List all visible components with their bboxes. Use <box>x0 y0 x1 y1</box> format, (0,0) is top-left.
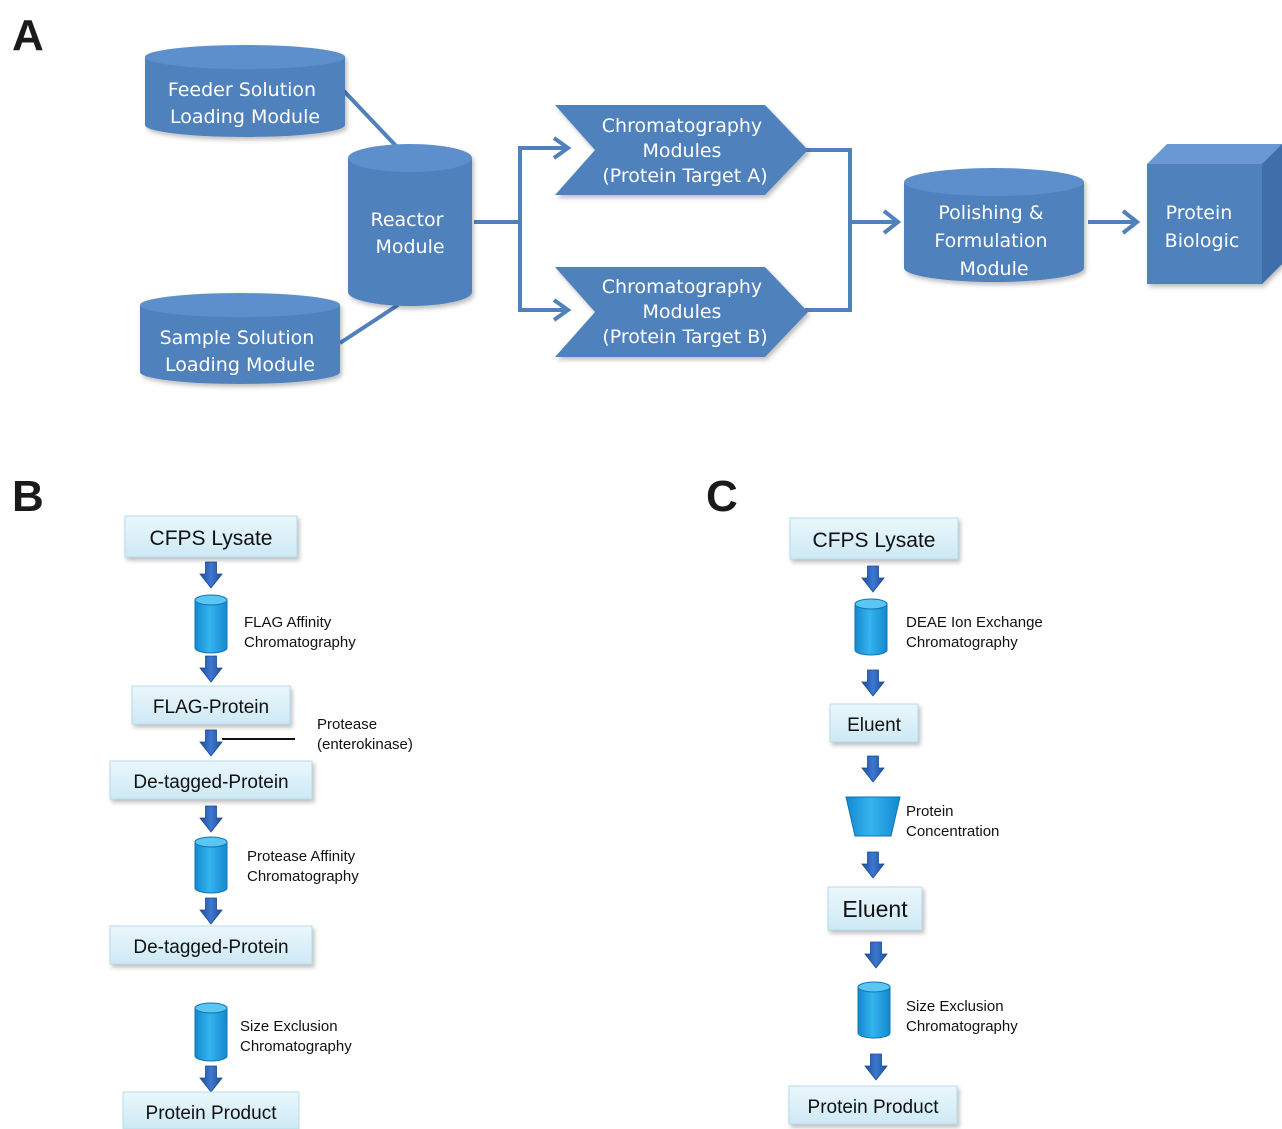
c-flow-arrow-6 <box>864 1053 888 1081</box>
b-cfps-lysate-label: CFPS Lysate <box>150 527 273 550</box>
c-flow-arrow-3 <box>861 755 885 783</box>
c-eluent-box-1 <box>829 703 919 743</box>
c-size-exclusion-column <box>857 981 891 1039</box>
c-eluent-label-1: Eluent <box>847 715 902 736</box>
reactor-to-chrom-b-connector <box>518 222 568 312</box>
feeder-module-label: Feeder Solution Loading Module <box>168 79 322 128</box>
b-flag-affinity-column <box>194 594 228 654</box>
feeder-solution-module <box>145 45 345 137</box>
b-flow-arrow-4 <box>199 805 223 833</box>
b-detagged-protein-label-1: De-tagged-Protein <box>133 772 288 793</box>
b-flag-protein-box <box>131 685 291 725</box>
reactor-to-chrom-a-connector <box>474 146 568 224</box>
panel-a-letter: A <box>12 11 44 60</box>
panel-c-letter: C <box>706 472 738 521</box>
b-protein-product-label: Protein Product <box>146 1103 278 1124</box>
polishing-module-label: Polishing & Formulation Module <box>934 202 1053 280</box>
c-eluent-label-2: Eluent <box>842 896 908 922</box>
c-protein-product-label: Protein Product <box>808 1097 940 1118</box>
c-flow-arrow-2 <box>861 669 885 697</box>
panel-a-connectors <box>338 88 1141 345</box>
chromatography-a-module <box>555 105 808 195</box>
chromatography-a-label: Chromatography Modules (Protein Target A… <box>602 115 768 187</box>
panel-c: C CFPS Lysate Eluent Eluent Protein Prod… <box>706 472 1047 1125</box>
protein-biologic-cube <box>1147 144 1282 284</box>
panel-c-columns <box>854 598 891 1039</box>
panel-a: A Feeder Solution Loading Module <box>12 11 1282 384</box>
b-detagged-protein-label-2: De-tagged-Protein <box>133 937 288 958</box>
b-flag-protein-label: FLAG-Protein <box>153 697 269 718</box>
panel-b-letter: B <box>12 472 44 521</box>
c-flow-arrow-5 <box>864 941 888 969</box>
c-concentration-funnel <box>845 796 901 837</box>
chrom-b-arrowhead <box>552 298 572 322</box>
b-flow-arrow-5 <box>199 897 223 925</box>
reactor-module-label: Reactor Module <box>370 209 449 258</box>
b-protease-note: Protease (enterokinase) <box>317 716 413 753</box>
sample-module-label: Sample Solution Loading Module <box>160 327 321 376</box>
chrom-merge-connector <box>805 148 852 312</box>
b-flow-arrow-1 <box>199 561 223 589</box>
chrom-a-arrowhead <box>552 136 572 160</box>
chromatography-b-label: Chromatography Modules (Protein Target B… <box>602 276 768 348</box>
b-flow-arrow-3 <box>199 729 223 757</box>
c-cfps-lysate-box <box>789 517 959 560</box>
c-step1-note: DEAE Ion Exchange Chromatography <box>906 614 1047 651</box>
b-step1-note: FLAG Affinity Chromatography <box>244 614 356 651</box>
polishing-formulation-module <box>904 168 1084 282</box>
biologic-arrowhead <box>1121 209 1141 235</box>
panel-b-columns <box>194 594 228 1062</box>
b-size-exclusion-column <box>194 1002 228 1062</box>
b-step2-note: Protease Affinity Chromatography <box>247 848 359 885</box>
c-cfps-lysate-label: CFPS Lysate <box>813 529 936 552</box>
feeder-to-reactor-connector <box>341 88 400 150</box>
reactor-module <box>348 144 472 306</box>
sample-to-reactor-connector <box>338 303 400 345</box>
c-step2-note: Protein Concentration <box>906 803 999 840</box>
b-step3-note: Size Exclusion Chromatography <box>240 1018 352 1055</box>
b-flow-arrow-2 <box>199 655 223 683</box>
b-protease-affinity-column <box>194 836 228 894</box>
b-flow-arrow-6 <box>199 1065 223 1093</box>
sample-solution-module <box>140 293 340 384</box>
b-cfps-lysate-box <box>124 515 298 558</box>
protein-biologic-label: Protein Biologic <box>1165 202 1240 252</box>
b-detagged-protein-box-2 <box>109 925 313 965</box>
panel-b: B CFPS Lysate FLAG-Protein De-tagged-Pro… <box>12 472 413 1129</box>
polishing-arrowhead <box>882 209 902 235</box>
panel-c-arrows <box>861 565 888 1081</box>
c-flow-arrow-4 <box>861 851 885 879</box>
c-flow-arrow-1 <box>861 565 885 593</box>
c-deae-ion-exchange-column <box>854 598 888 656</box>
panel-b-arrows <box>199 561 223 1093</box>
b-protein-product-box <box>122 1091 300 1129</box>
c-protein-product-box <box>788 1085 958 1125</box>
chromatography-b-module <box>555 267 808 357</box>
c-step3-note: Size Exclusion Chromatography <box>906 998 1018 1035</box>
c-eluent-box-2 <box>827 886 923 931</box>
b-detagged-protein-box-1 <box>109 760 313 800</box>
